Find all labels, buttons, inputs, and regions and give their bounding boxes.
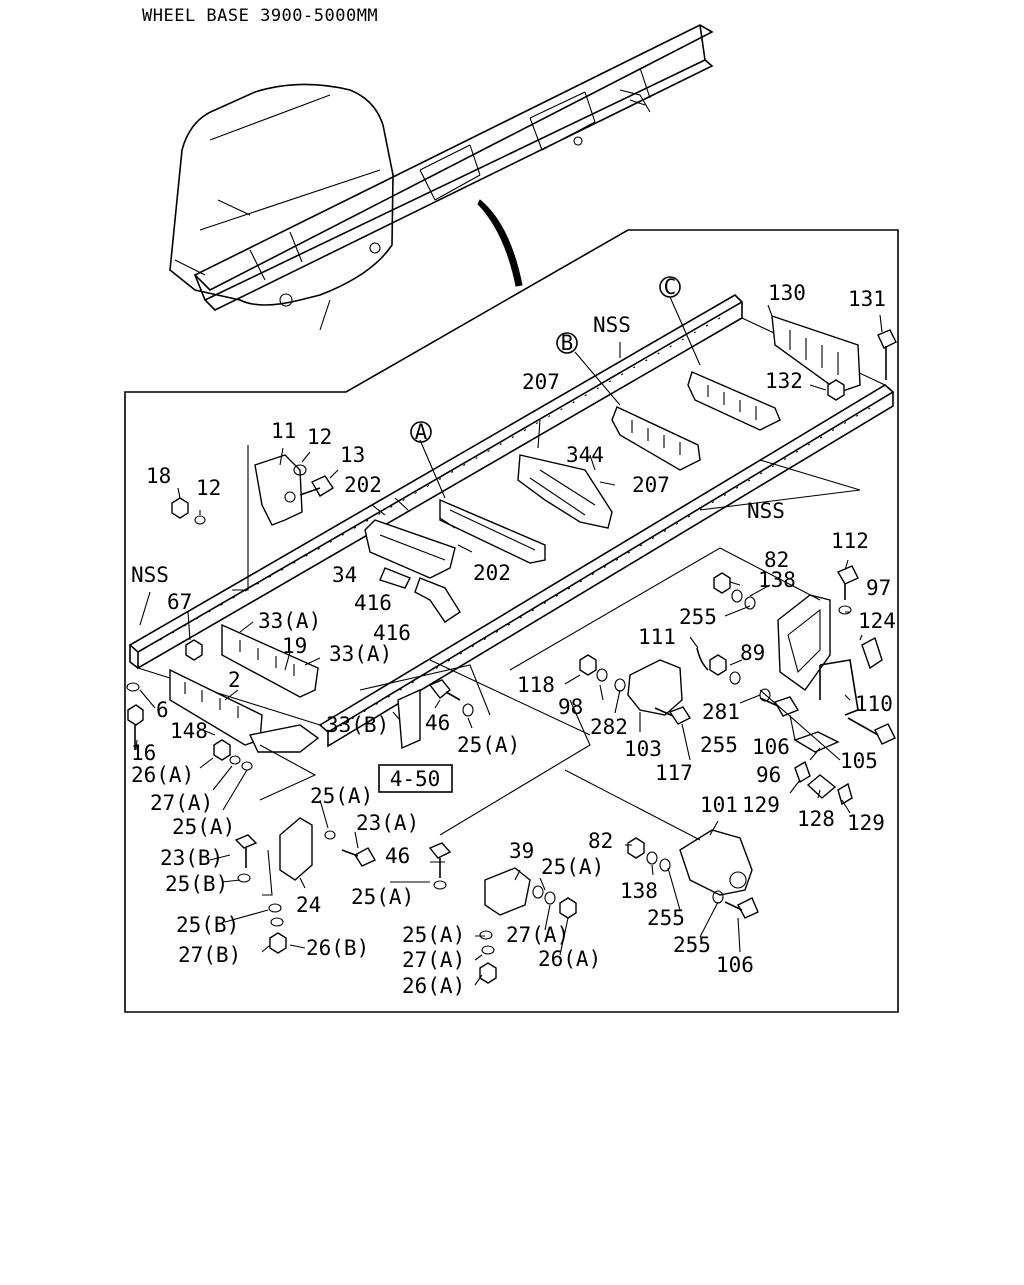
c-25a-4: 25(A) bbox=[541, 855, 604, 879]
c-11: 11 bbox=[271, 419, 296, 443]
c-nss-right: NSS bbox=[747, 499, 785, 523]
c-255-c: 255 bbox=[647, 906, 685, 930]
c-25a-6: 25(A) bbox=[402, 923, 465, 947]
c-82-a: 82 bbox=[764, 548, 789, 572]
c-110: 110 bbox=[855, 692, 893, 716]
c-26a-2: 26(A) bbox=[538, 947, 601, 971]
c-nss-top: NSS bbox=[593, 313, 631, 337]
c-25b-2: 25(B) bbox=[176, 913, 239, 937]
c-344: 344 bbox=[566, 443, 604, 467]
c-25a-3: 25(A) bbox=[310, 784, 373, 808]
circle-b: B bbox=[561, 331, 574, 355]
c-132: 132 bbox=[765, 369, 803, 393]
c-112: 112 bbox=[831, 529, 869, 553]
diagram-title: WHEEL BASE 3900-5000MM bbox=[142, 6, 378, 26]
c-106-b: 106 bbox=[716, 953, 754, 977]
c-27a-2: 27(A) bbox=[506, 923, 569, 947]
chassis-frame bbox=[128, 293, 895, 748]
c-255-b: 255 bbox=[700, 733, 738, 757]
c-128: 128 bbox=[797, 807, 835, 831]
c-25a-2: 25(A) bbox=[172, 815, 235, 839]
c-255-d: 255 bbox=[673, 933, 711, 957]
callout-labels: 130 131 NSS 132 207 344 207 11 12 13 18 … bbox=[131, 281, 896, 998]
c-103: 103 bbox=[624, 737, 662, 761]
c-138-b: 138 bbox=[620, 879, 658, 903]
c-2: 2 bbox=[228, 668, 241, 692]
fasteners bbox=[126, 329, 897, 984]
c-96: 96 bbox=[756, 763, 781, 787]
c-111: 111 bbox=[638, 625, 676, 649]
c-33a-1: 33(A) bbox=[258, 609, 321, 633]
c-26a-3: 26(A) bbox=[402, 974, 465, 998]
c-118: 118 bbox=[517, 673, 555, 697]
ref-box-label: 4-50 bbox=[390, 767, 441, 791]
c-82-b: 82 bbox=[588, 829, 613, 853]
c-6: 6 bbox=[156, 698, 169, 722]
c-98: 98 bbox=[558, 695, 583, 719]
c-25b-1: 25(B) bbox=[165, 872, 228, 896]
circle-a: A bbox=[415, 420, 428, 444]
c-255-a: 255 bbox=[679, 605, 717, 629]
c-97: 97 bbox=[866, 576, 891, 600]
c-207-top: 207 bbox=[522, 370, 560, 394]
c-23b: 23(B) bbox=[160, 846, 223, 870]
c-34: 34 bbox=[332, 563, 357, 587]
c-131: 131 bbox=[848, 287, 886, 311]
c-23a: 23(A) bbox=[356, 811, 419, 835]
c-27a-3: 27(A) bbox=[402, 948, 465, 972]
brackets bbox=[232, 445, 859, 916]
c-129-b: 129 bbox=[847, 811, 885, 835]
c-25a-5: 25(A) bbox=[351, 885, 414, 909]
c-27b: 27(B) bbox=[178, 943, 241, 967]
c-105: 105 bbox=[840, 749, 878, 773]
c-12-b: 12 bbox=[196, 476, 221, 500]
crossmembers bbox=[169, 314, 861, 753]
c-18: 18 bbox=[146, 464, 171, 488]
c-202-b: 202 bbox=[473, 561, 511, 585]
c-12-a: 12 bbox=[307, 425, 332, 449]
c-106-a: 106 bbox=[752, 735, 790, 759]
c-33b: 33(B) bbox=[326, 713, 389, 737]
c-67: 67 bbox=[167, 590, 192, 614]
c-89: 89 bbox=[740, 641, 765, 665]
c-24: 24 bbox=[296, 893, 321, 917]
c-25a-1: 25(A) bbox=[457, 733, 520, 757]
c-130: 130 bbox=[768, 281, 806, 305]
c-124: 124 bbox=[858, 609, 896, 633]
c-39: 39 bbox=[509, 839, 534, 863]
c-138-a: 138 bbox=[758, 568, 796, 592]
c-207-mid: 207 bbox=[632, 473, 670, 497]
c-nss-left: NSS bbox=[131, 563, 169, 587]
c-148: 148 bbox=[170, 719, 208, 743]
c-13: 13 bbox=[340, 443, 365, 467]
ref-box bbox=[378, 764, 453, 793]
circled-labels: A B C bbox=[410, 275, 681, 444]
c-117: 117 bbox=[655, 761, 693, 785]
truck-overview bbox=[169, 24, 714, 331]
c-26b: 26(B) bbox=[306, 936, 369, 960]
c-46-b: 46 bbox=[385, 844, 410, 868]
c-19: 19 bbox=[282, 634, 307, 658]
c-27a-1: 27(A) bbox=[150, 791, 213, 815]
c-101: 101 bbox=[700, 793, 738, 817]
c-416-a: 416 bbox=[354, 591, 392, 615]
c-129-a: 129 bbox=[742, 793, 780, 817]
leader-lines bbox=[135, 296, 883, 986]
c-282: 282 bbox=[590, 715, 628, 739]
c-202-a: 202 bbox=[344, 473, 382, 497]
detail-frame bbox=[124, 229, 899, 1013]
c-416-b: 416 bbox=[373, 621, 411, 645]
c-281: 281 bbox=[702, 700, 740, 724]
c-26a-1: 26(A) bbox=[131, 763, 194, 787]
c-46-a: 46 bbox=[425, 711, 450, 735]
c-16: 16 bbox=[131, 741, 156, 765]
c-33a-2: 33(A) bbox=[329, 642, 392, 666]
circle-c: C bbox=[664, 275, 677, 299]
